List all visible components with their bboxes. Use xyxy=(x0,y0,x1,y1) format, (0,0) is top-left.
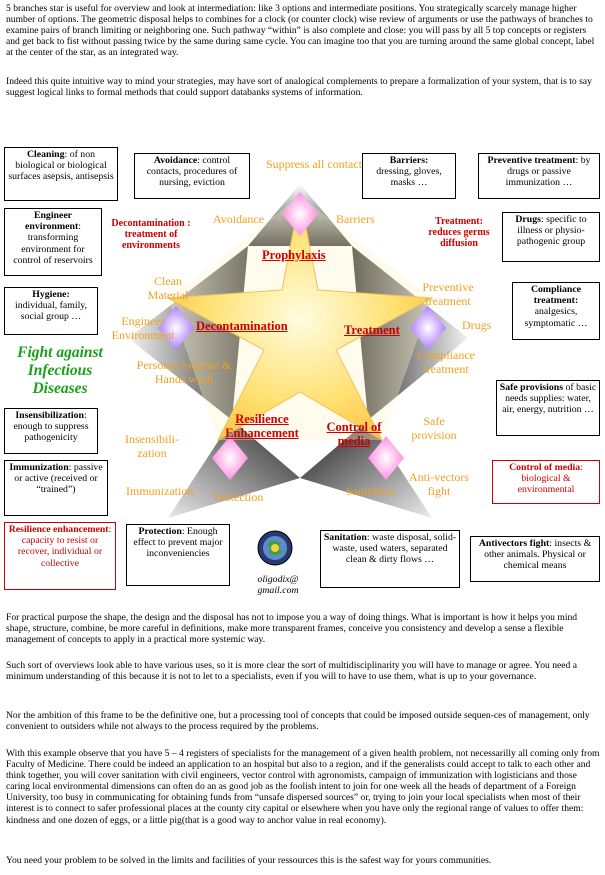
star-arm-bottom-right xyxy=(300,420,432,518)
label-anti-vectors: Anti-vectors fight xyxy=(409,470,469,498)
diamond-marker-bottom-right xyxy=(368,436,404,480)
label-avoidance: Avoidance xyxy=(213,212,265,226)
box-barriers: Barriers:dressing, gloves, masks … xyxy=(362,153,456,199)
box-engineer-environment: Engineer environment: transforming envir… xyxy=(4,208,102,276)
label-preventive-treatment: Preventive treatment xyxy=(422,280,474,308)
intro-paragraph-1: 5 branches star is useful for overview a… xyxy=(6,3,595,59)
box-immunization: Immunization: passive or active (receive… xyxy=(4,460,108,516)
core-decontamination: Decontamination xyxy=(196,319,288,333)
box-hygiene: Hygiene:individual, family, social group… xyxy=(4,287,98,335)
label-protection: Protection xyxy=(214,490,264,504)
box-preventive-treatment: Preventive treatment: by drugs or passiv… xyxy=(478,153,600,199)
label-sanitation: Sanitation xyxy=(346,484,395,498)
box-control-of-media: Control of media: biological & environme… xyxy=(492,460,600,504)
core-treatment: Treatment xyxy=(344,323,400,337)
label-clean-material: Clean Material xyxy=(147,274,189,302)
diamond-marker-left xyxy=(158,306,194,350)
intro-paragraph-2: Indeed this quite intuitive way to mind … xyxy=(6,76,592,99)
outro-paragraph-3: Nor the ambition of this frame to be the… xyxy=(6,710,590,733)
outro-paragraph-5: You need your problem to be solved in th… xyxy=(6,855,492,866)
diamond-marker-top xyxy=(282,192,318,236)
author-email: oligodix@ gmail.com xyxy=(257,574,299,596)
box-resilience-enhancement: Resilience enhancement: capacity to resi… xyxy=(4,522,116,590)
globe-logo-icon xyxy=(257,530,293,566)
label-engineer-environment: Engineer Environment xyxy=(111,314,175,342)
box-insensibilization: Insensibilization: enough to suppress pa… xyxy=(4,408,98,454)
red-label-treatment: Treatment: reduces germs diffusion xyxy=(428,216,490,249)
core-control-of-media: Control of media xyxy=(326,420,382,448)
outro-paragraph-1: For practical purpose the shape, the des… xyxy=(6,612,578,646)
label-suppress-contacts: Suppress all contacts xyxy=(266,157,367,171)
star-arm-right xyxy=(352,246,468,420)
box-avoidance: Avoidance: control contacts, procedures … xyxy=(134,153,250,199)
label-personal-hygiene: Personal hygiene & Hands wash xyxy=(136,358,232,386)
star-core xyxy=(166,195,434,442)
core-prophylaxis: Prophylaxis xyxy=(262,248,326,262)
outro-paragraph-2: Such sort of overviews look able to have… xyxy=(6,660,577,683)
label-safe-provision: Safe provision xyxy=(411,414,457,442)
diagram-title: Fight against Infectious Diseases xyxy=(17,344,103,397)
core-resilience: Resilience Enhancement xyxy=(225,412,299,440)
red-label-decontamination: Decontamination : treatment of environme… xyxy=(111,218,191,251)
box-sanitation: Sanitation: waste disposal, solid-waste,… xyxy=(320,530,460,588)
box-compliance-treatment: Compliance treatment:analgesics, symptom… xyxy=(512,282,600,340)
label-barriers: Barriers xyxy=(336,212,375,226)
diamond-marker-right xyxy=(410,306,446,350)
box-safe-provisions: Safe provisions of basic needs supplies:… xyxy=(496,380,600,436)
diamond-marker-bottom-left xyxy=(212,436,248,480)
box-drugs: Drugs: specific to illness or physio-pat… xyxy=(502,212,600,262)
label-drugs: Drugs xyxy=(462,318,492,332)
label-immunization: Immunization xyxy=(126,484,194,498)
outro-paragraph-4: With this example observe that you have … xyxy=(6,748,600,826)
box-antivectors-fight: Antivectors fight: insects & other anima… xyxy=(470,536,600,582)
box-cleaning: Cleaning: of non biological or biologica… xyxy=(4,147,118,201)
label-compliance-treatment: Compliance treatment xyxy=(417,348,475,376)
label-insensibilization: Insensibili- zation xyxy=(125,432,179,460)
box-protection: Protection: Enough effect to prevent maj… xyxy=(126,524,230,586)
